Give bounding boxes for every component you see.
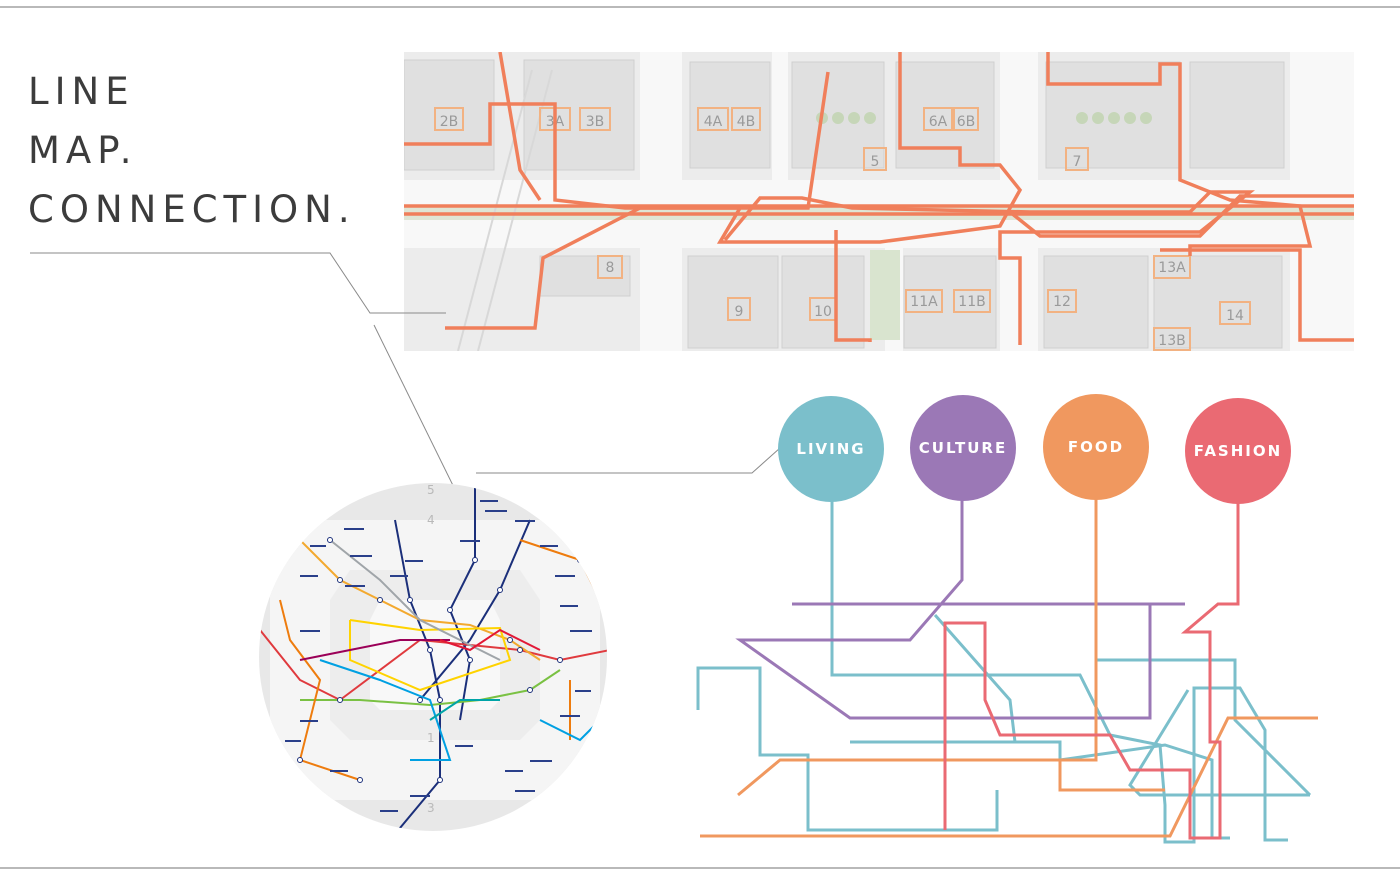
top-divider <box>0 6 1400 8</box>
tube-station-names <box>285 500 592 812</box>
food-route-bottom <box>1058 760 1165 792</box>
site-plan-trees <box>816 112 1152 124</box>
bottom-divider <box>0 867 1400 869</box>
living-route-main <box>830 495 1288 844</box>
zone-number: 3 <box>427 801 435 815</box>
title-line-2: MAP. <box>28 129 138 172</box>
bubble-fashion-circle <box>1185 398 1291 504</box>
title-line-3: CONNECTION. <box>28 188 356 231</box>
tube-zone-numbers: 5 4 3 1 <box>427 483 435 815</box>
fashion-route <box>943 495 1240 840</box>
living-route-loop <box>696 666 999 832</box>
bubble-food-label: FOOD <box>1068 438 1124 456</box>
bubble-living-circle <box>778 396 884 502</box>
bubble-fashion: FASHION <box>1185 398 1291 504</box>
tube-map: 5 4 3 1 <box>259 483 607 831</box>
category-line-map <box>696 490 1318 844</box>
bubble-food: FOOD <box>1043 394 1149 500</box>
title-line-1: LINE <box>28 70 135 113</box>
block-label: 9 <box>735 304 744 320</box>
living-route-east <box>1095 658 1312 797</box>
block-label: 11A <box>910 294 938 310</box>
bubble-food-circle <box>1043 394 1149 500</box>
block-label: 10 <box>814 304 832 320</box>
block-label: 8 <box>606 260 615 276</box>
block-label: 2B <box>440 114 459 130</box>
bubble-living: LIVING <box>778 396 884 502</box>
category-bubbles: LIVING CULTURE FOOD FASHION <box>778 394 1291 504</box>
food-route-east <box>700 716 1318 838</box>
food-route <box>737 490 1098 797</box>
bubble-fashion-label: FASHION <box>1194 442 1282 460</box>
zone-number: 4 <box>427 513 435 527</box>
bubble-culture-label: CULTURE <box>919 439 1007 457</box>
block-label: 14 <box>1226 308 1244 324</box>
site-plan-label-boxes <box>434 107 1251 351</box>
culture-route <box>735 495 1152 720</box>
block-label: 3B <box>586 114 605 130</box>
bubble-culture-circle <box>910 395 1016 501</box>
tube-stations <box>297 537 583 783</box>
page-title: LINE MAP. CONNECTION. <box>28 62 356 239</box>
block-label: 4A <box>704 114 723 130</box>
block-label: 11B <box>958 294 985 310</box>
bubble-culture: CULTURE <box>910 395 1016 501</box>
block-label: 6A <box>929 114 948 130</box>
block-label: 7 <box>1073 154 1082 170</box>
site-plan-routes <box>404 52 1354 345</box>
bubble-living-label: LIVING <box>796 440 865 458</box>
block-label: 12 <box>1053 294 1071 310</box>
block-label: 13A <box>1158 260 1186 276</box>
zone-number: 1 <box>427 731 435 745</box>
block-label: 5 <box>871 154 880 170</box>
green-strip <box>870 250 900 340</box>
block-label: 13B <box>1158 333 1185 349</box>
tube-lines <box>259 483 607 831</box>
block-label: 6B <box>957 114 976 130</box>
zone-number: 5 <box>427 483 435 497</box>
block-label: 4B <box>737 114 756 130</box>
